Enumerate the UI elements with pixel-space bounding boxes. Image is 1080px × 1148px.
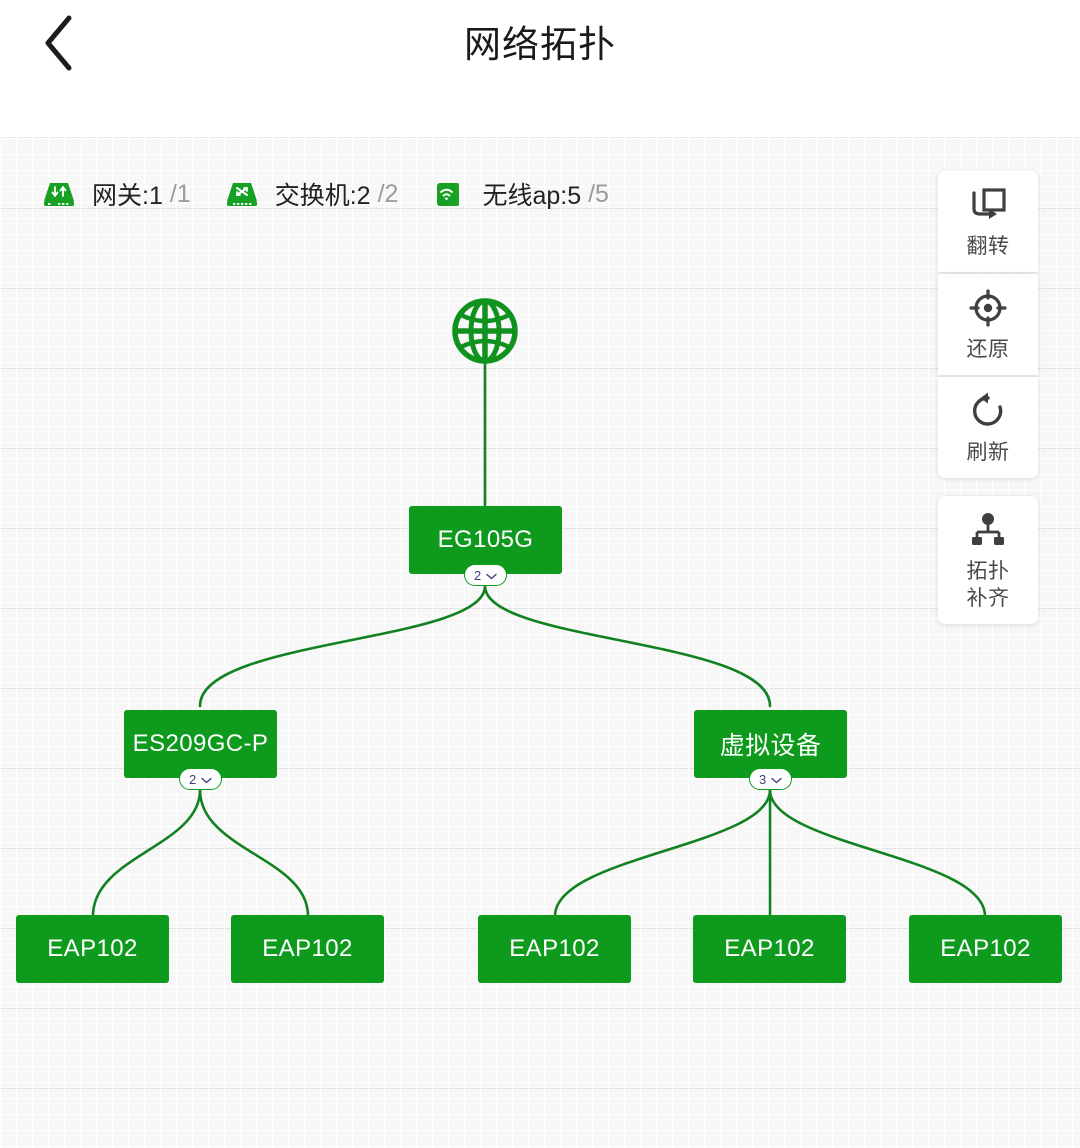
edge-es209gcp-ap1 — [91, 788, 202, 918]
toolbar-label-topology-complete-line1: 拓扑 — [966, 560, 1010, 583]
child-count-value: 2 — [189, 771, 197, 787]
stat-gateway[interactable]: 网关:1 /1 — [42, 176, 191, 212]
device-node-ap5[interactable]: EAP102 — [909, 915, 1062, 983]
device-node-label: ES209GC-P — [132, 730, 269, 757]
topology-edges — [91, 358, 987, 918]
chevron-down-icon — [771, 772, 782, 787]
chevron-down-icon — [486, 568, 497, 583]
stat-wireless-ap-label: 无线ap:5 — [482, 182, 582, 210]
stat-wireless-ap[interactable]: 无线ap:5 /5 — [432, 176, 609, 212]
toolbar-label-flip: 翻转 — [966, 235, 1010, 258]
device-node-virtual[interactable]: 虚拟设备 — [694, 710, 847, 778]
edge-es209gcp-ap2 — [198, 788, 310, 918]
child-count-badge-es209gcp[interactable]: 2 — [179, 768, 223, 790]
device-node-ap2[interactable]: EAP102 — [231, 915, 384, 983]
device-node-ap1[interactable]: EAP102 — [16, 915, 169, 983]
edge-virtual-ap3 — [553, 788, 772, 918]
device-node-label: EAP102 — [509, 935, 600, 962]
stat-switch-total: /2 — [377, 179, 399, 208]
child-count-badge-virtual[interactable]: 3 — [749, 768, 793, 790]
page-title: 网络拓扑 — [464, 24, 616, 65]
device-node-eg105g[interactable]: EG105G — [409, 506, 562, 574]
restore-icon — [967, 288, 1009, 328]
toolbar-button-flip[interactable]: 翻转 — [938, 171, 1038, 272]
back-button[interactable] — [26, 8, 90, 78]
flip-icon — [967, 185, 1009, 225]
child-count-value: 2 — [474, 567, 482, 583]
topology-graph: EG105G 2 ES209GC-P 2 虚拟设备 3 — [0, 138, 1080, 1148]
toolbar-button-refresh[interactable]: 刷新 — [938, 377, 1038, 478]
topology-canvas[interactable]: 网关:1 /1 交换机:2 /2 — [0, 138, 1080, 1148]
topology-toolbar: 翻转 还原 刷新 — [938, 171, 1038, 626]
stat-wireless-ap-total: /5 — [588, 179, 609, 208]
edge-virtual-ap5 — [768, 788, 987, 918]
stat-switch[interactable]: 交换机:2 /2 — [225, 176, 399, 212]
device-node-label: 虚拟设备 — [719, 732, 822, 760]
internet-node[interactable] — [450, 296, 520, 371]
device-node-ap3[interactable]: EAP102 — [478, 915, 631, 983]
toolbar-label-topology-complete-line2: 补齐 — [966, 587, 1010, 610]
globe-icon — [450, 298, 520, 370]
gateway-icon — [42, 179, 76, 209]
edge-eg105g-es209gcp — [198, 584, 487, 708]
toolbar-label-refresh: 刷新 — [966, 441, 1010, 464]
toolbar-label-restore: 还原 — [966, 338, 1010, 361]
device-stats-bar: 网关:1 /1 交换机:2 /2 — [42, 176, 643, 212]
device-node-ap4[interactable]: EAP102 — [693, 915, 846, 983]
device-node-label: EAP102 — [262, 935, 353, 962]
refresh-icon — [967, 391, 1009, 431]
app-header: 网络拓扑 — [0, 0, 1080, 138]
device-node-label: EAP102 — [47, 935, 138, 962]
chevron-down-icon — [201, 772, 212, 787]
topology-icon — [967, 510, 1009, 550]
child-count-badge-eg105g[interactable]: 2 — [464, 564, 508, 586]
chevron-left-icon — [41, 14, 75, 72]
stat-switch-label: 交换机:2 — [274, 182, 371, 210]
stat-gateway-label: 网关:1 — [92, 182, 163, 210]
device-node-label: EAP102 — [940, 935, 1031, 962]
switch-icon — [225, 179, 259, 209]
device-node-label: EG105G — [437, 526, 534, 553]
wireless-ap-icon — [432, 179, 466, 209]
toolbar-button-topology-complete[interactable]: 拓扑 补齐 — [938, 496, 1038, 624]
stat-gateway-total: /1 — [169, 179, 191, 208]
device-node-es209gcp[interactable]: ES209GC-P — [124, 710, 277, 778]
toolbar-button-restore[interactable]: 还原 — [938, 274, 1038, 375]
edge-eg105g-virtual — [483, 584, 772, 708]
child-count-value: 3 — [759, 771, 767, 787]
device-node-label: EAP102 — [724, 935, 815, 962]
